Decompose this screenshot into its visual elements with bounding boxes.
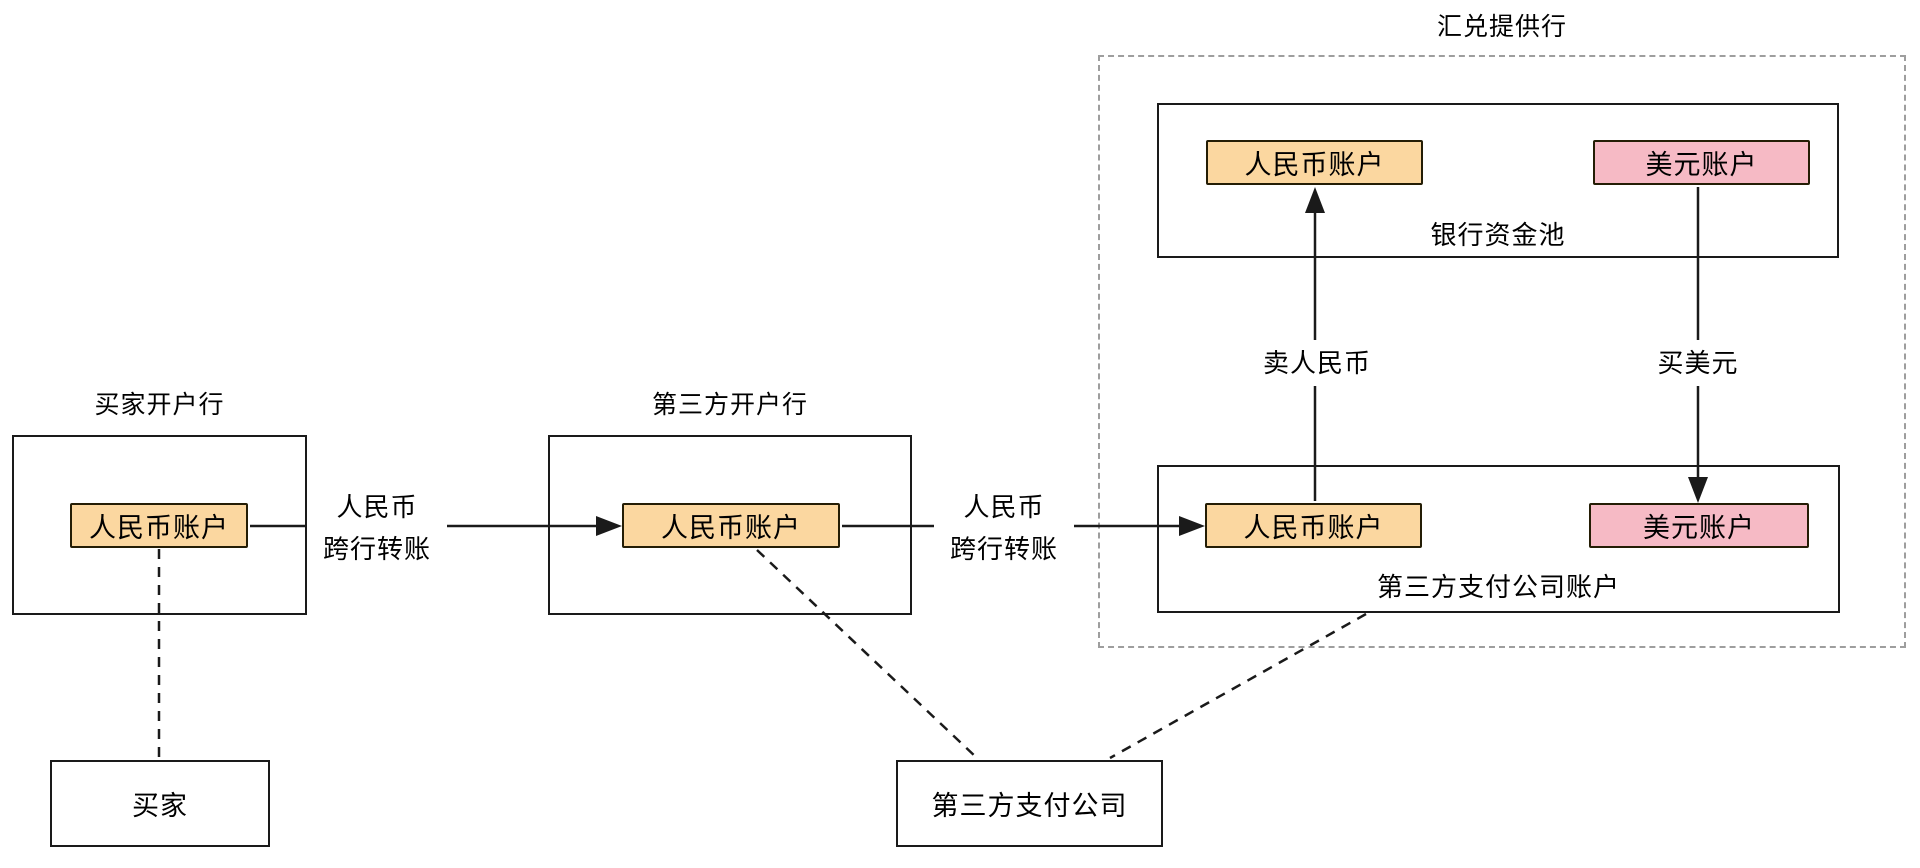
transfer-label-1: 人民币 跨行转账 bbox=[307, 484, 447, 572]
payment-account-usd-pill: 美元账户 bbox=[1589, 503, 1809, 548]
exchange-provider-title: 汇兑提供行 bbox=[1436, 13, 1567, 41]
company-bank-association-dashed-line bbox=[756, 549, 978, 759]
company-account-association-dashed-line bbox=[1109, 612, 1367, 760]
sell-rmb-arrow-head bbox=[1305, 187, 1325, 213]
buyer-bank-rmb-account-pill: 人民币账户 bbox=[70, 503, 248, 548]
buyer-box: 买家 bbox=[50, 760, 270, 847]
transfer-label-2: 人民币 跨行转账 bbox=[934, 484, 1074, 572]
buyer-bank-title: 买家开户行 bbox=[94, 391, 225, 419]
payment-account-rmb-pill: 人民币账户 bbox=[1205, 503, 1422, 548]
bank-pool-rmb-account-pill: 人民币账户 bbox=[1206, 140, 1423, 185]
transfer-arrow-1-head bbox=[596, 516, 622, 536]
transfer-label-1-line2: 跨行转账 bbox=[322, 534, 431, 564]
third-party-bank-title: 第三方开户行 bbox=[651, 391, 808, 419]
transfer-arrow-2-head bbox=[1179, 516, 1205, 536]
transfer-label-2-line1: 人民币 bbox=[963, 492, 1045, 522]
sell-rmb-label: 卖人民币 bbox=[1247, 340, 1387, 386]
third-party-bank-rmb-account-pill: 人民币账户 bbox=[622, 503, 840, 548]
third-party-account-label: 第三方支付公司账户 bbox=[1376, 572, 1620, 602]
bank-pool-usd-account-pill: 美元账户 bbox=[1593, 140, 1810, 185]
third-party-company-box: 第三方支付公司 bbox=[896, 760, 1163, 847]
buy-usd-label: 买美元 bbox=[1628, 340, 1768, 386]
bank-pool-label: 银行资金池 bbox=[1430, 220, 1566, 250]
transfer-label-1-line1: 人民币 bbox=[336, 492, 418, 522]
buy-usd-arrow-head bbox=[1688, 477, 1708, 503]
transfer-label-2-line2: 跨行转账 bbox=[949, 534, 1058, 564]
